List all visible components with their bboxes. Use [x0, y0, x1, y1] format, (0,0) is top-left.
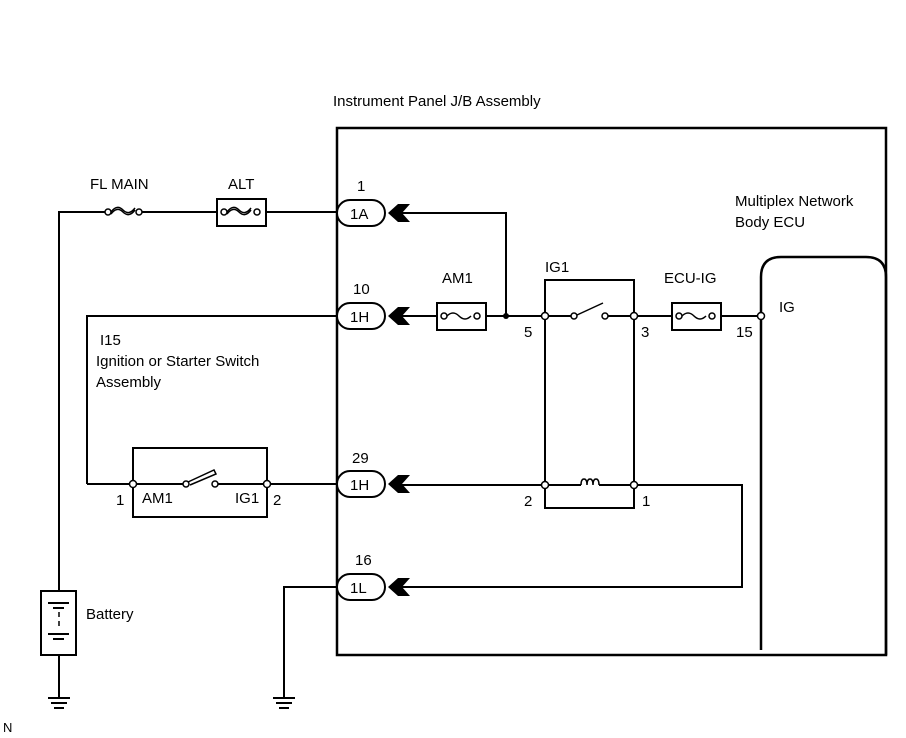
ecu-ig-fuse-icon [675, 312, 716, 320]
ig1-relay-sides [544, 316, 635, 509]
switch-am1-label: AM1 [142, 490, 173, 507]
ecu-ig-label: ECU-IG [664, 270, 717, 287]
relay-pin-5-label: 5 [524, 324, 532, 341]
relay-pin-1 [629, 480, 639, 490]
am1-fuse-icon [440, 312, 481, 320]
connector-1h-10-arrow-icon [388, 307, 410, 325]
battery-icon [48, 602, 69, 640]
relay-pin-3-label: 3 [641, 324, 649, 341]
switch-name-line2: Assembly [96, 374, 162, 391]
connector-1h-29-id: 1H [350, 477, 369, 494]
connector-1l-id: 1L [350, 580, 367, 597]
connector-1a [336, 199, 386, 227]
switch-ig1-label: IG1 [235, 490, 259, 507]
am1-label: AM1 [442, 270, 473, 287]
wire-battery-feed [58, 211, 105, 592]
alt-label: ALT [228, 176, 254, 193]
wire-1l-to-ground [283, 586, 337, 698]
connector-1h-10-id: 1H [350, 309, 369, 326]
relay-pin-3 [629, 311, 639, 321]
relay-pin-2 [540, 480, 550, 490]
ecu-pin-number: 15 [736, 324, 753, 341]
relay-coil-icon [549, 478, 630, 486]
ecu-name-line1: Multiplex Network [735, 193, 854, 210]
battery-label: Battery [86, 606, 134, 623]
ecu-pin-15 [756, 311, 766, 321]
ecu-box [759, 255, 888, 655]
connector-1a-id: 1A [350, 206, 368, 223]
junction-dot [503, 313, 509, 319]
connector-1a-arrow-icon [388, 204, 410, 222]
ig1-label: IG1 [545, 259, 569, 276]
connector-1l-arrow-icon [388, 578, 410, 596]
relay-contact-icon [549, 302, 630, 320]
connector-1h-10 [336, 302, 386, 330]
wire-switch-feed [86, 315, 337, 484]
connector-1a-pin: 1 [357, 178, 365, 195]
switch-pin-1 [128, 479, 138, 489]
fl-main-fuse-icon [104, 206, 143, 216]
corner-mark: N [3, 720, 12, 735]
wire-1a-internal [402, 212, 507, 316]
connector-1h-10-pin: 10 [353, 281, 370, 298]
jb-assembly-title: Instrument Panel J/B Assembly [333, 93, 541, 110]
switch-pin-2-label: 2 [273, 492, 281, 509]
alt-fuse-icon [220, 206, 261, 216]
relay-pin-1-label: 1 [642, 493, 650, 510]
relay-pin-5 [540, 311, 550, 321]
switch-contact-icon [136, 469, 264, 488]
connector-1h-29 [336, 470, 386, 498]
connector-1h-29-arrow-icon [388, 475, 410, 493]
wire-relay-to-ground [402, 484, 743, 588]
battery-ground-icon [48, 697, 70, 709]
connector-1l-pin: 16 [355, 552, 372, 569]
switch-name-line1: Ignition or Starter Switch [96, 353, 259, 370]
ig1-relay-top [544, 279, 635, 316]
switch-pin-2 [262, 479, 272, 489]
switch-pin-1-label: 1 [116, 492, 124, 509]
ecu-pin-label: IG [779, 299, 795, 316]
ground-icon [273, 697, 295, 709]
fl-main-label: FL MAIN [90, 176, 149, 193]
switch-code: I15 [100, 332, 121, 349]
ecu-name-line2: Body ECU [735, 214, 805, 231]
relay-pin-2-label: 2 [524, 493, 532, 510]
connector-1h-29-pin: 29 [352, 450, 369, 467]
